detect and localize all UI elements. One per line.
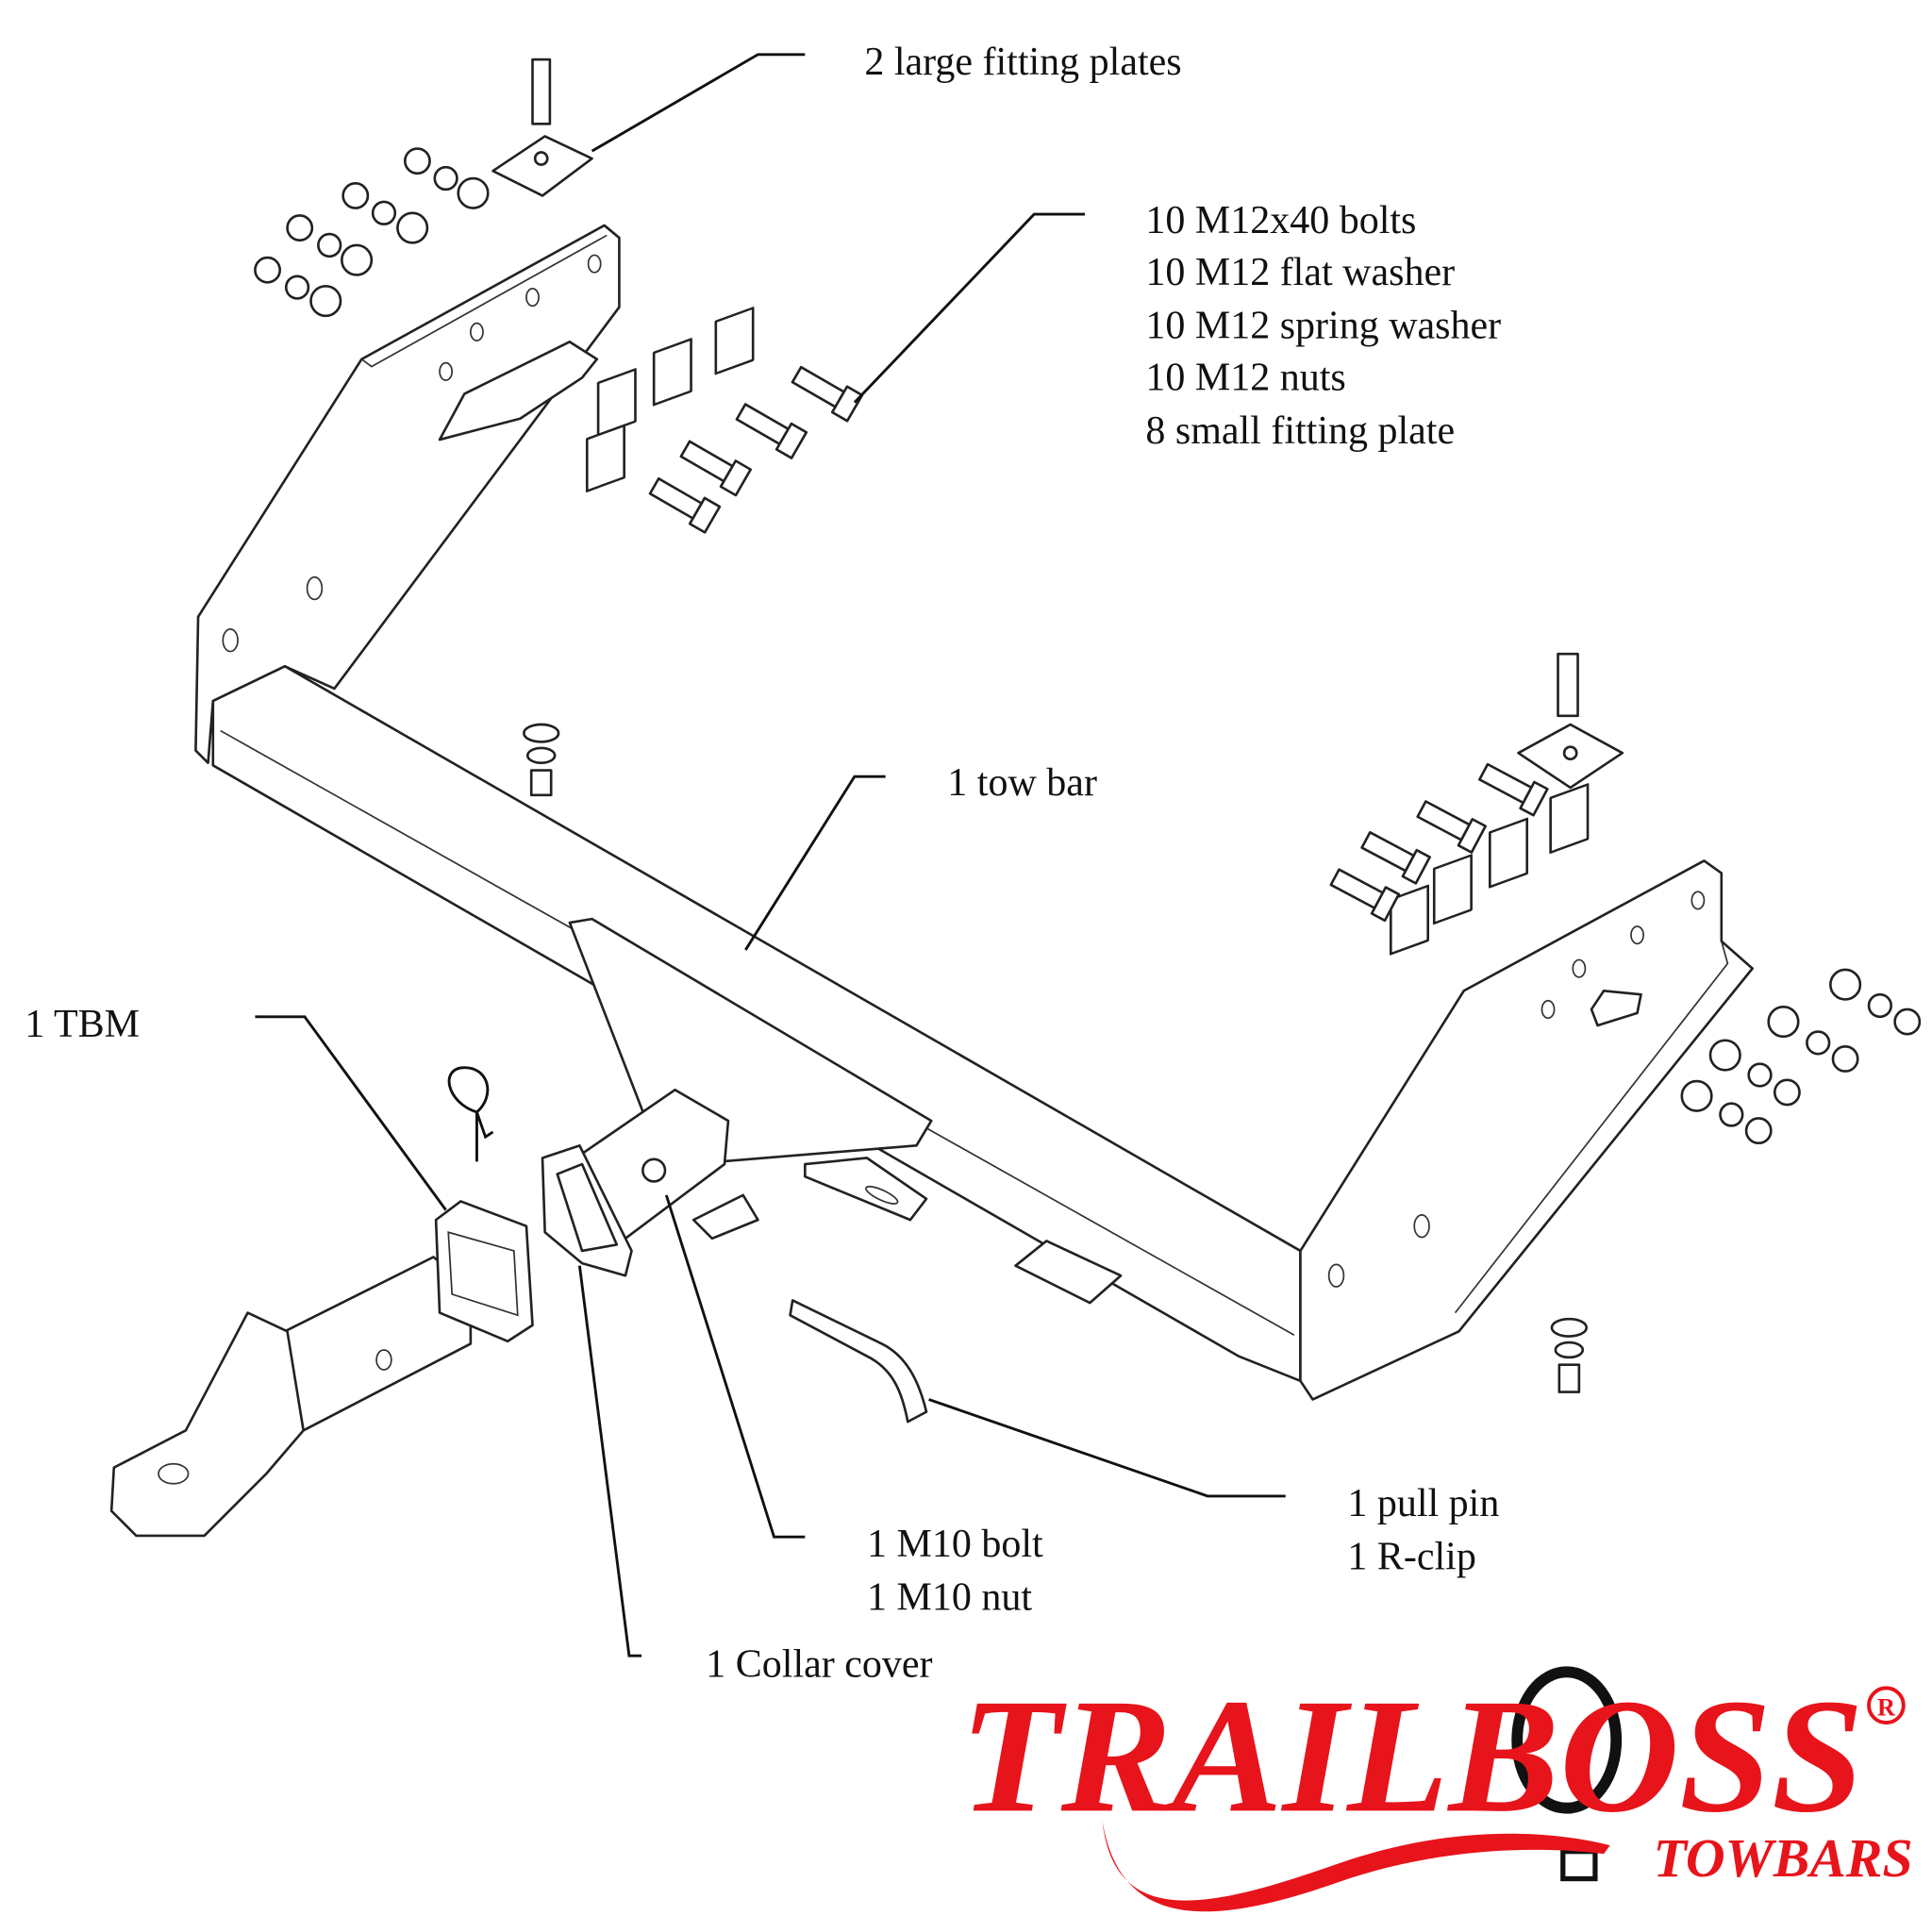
logo-tow-ball-icon xyxy=(1511,1666,1623,1814)
label-collar-cover: 1 Collar cover xyxy=(706,1643,932,1687)
label-tbm: 1 TBM xyxy=(25,1003,140,1046)
label-m10-nut: 1 M10 nut xyxy=(867,1576,1032,1620)
label-large-fitting-plates: 2 large fitting plates xyxy=(864,41,1181,84)
label-r-clip: 1 R-clip xyxy=(1347,1535,1475,1578)
logo-swoosh xyxy=(1102,1820,1610,1912)
m10-bolt-nut-stack xyxy=(523,723,560,797)
logo-towbars-text: TOWBARS xyxy=(1654,1829,1913,1889)
right-mounting-bracket xyxy=(1299,859,1754,1401)
small-plates-and-bolts-left xyxy=(585,307,864,534)
fastener-cluster-left xyxy=(254,58,593,318)
label-hardware-flat-washer: 10 M12 flat washer xyxy=(1145,251,1455,294)
label-hardware-small-plates: 8 small fitting plate xyxy=(1145,409,1455,453)
label-hardware-nuts: 10 M12 nuts xyxy=(1145,357,1345,400)
leader-lines xyxy=(255,53,1286,1657)
registered-mark-letter: R xyxy=(1877,1693,1896,1721)
label-hardware-spring-washer: 10 M12 spring washer xyxy=(1145,304,1501,347)
registered-mark-icon xyxy=(1867,1686,1906,1725)
label-pull-pin: 1 pull pin xyxy=(1347,1482,1499,1525)
logo-tow-ball-base xyxy=(1560,1849,1598,1882)
r-clip xyxy=(447,1066,494,1162)
fastener-cluster-right xyxy=(1329,652,1922,1145)
nut-stack-right xyxy=(1550,1317,1589,1393)
label-m10-bolt: 1 M10 bolt xyxy=(867,1523,1043,1566)
hitch-receiver xyxy=(541,917,933,1277)
label-hardware-bolts: 10 M12x40 bolts xyxy=(1145,199,1416,242)
tow-ball-mount xyxy=(109,1200,534,1538)
left-mounting-bracket xyxy=(194,224,621,765)
logo-brand-text: TRAILBOSS xyxy=(959,1666,1863,1846)
label-tow-bar: 1 tow bar xyxy=(947,761,1097,805)
pull-pin xyxy=(789,1299,928,1424)
trailboss-logo: TRAILBOSS TOWBARS R xyxy=(959,1666,1913,1912)
